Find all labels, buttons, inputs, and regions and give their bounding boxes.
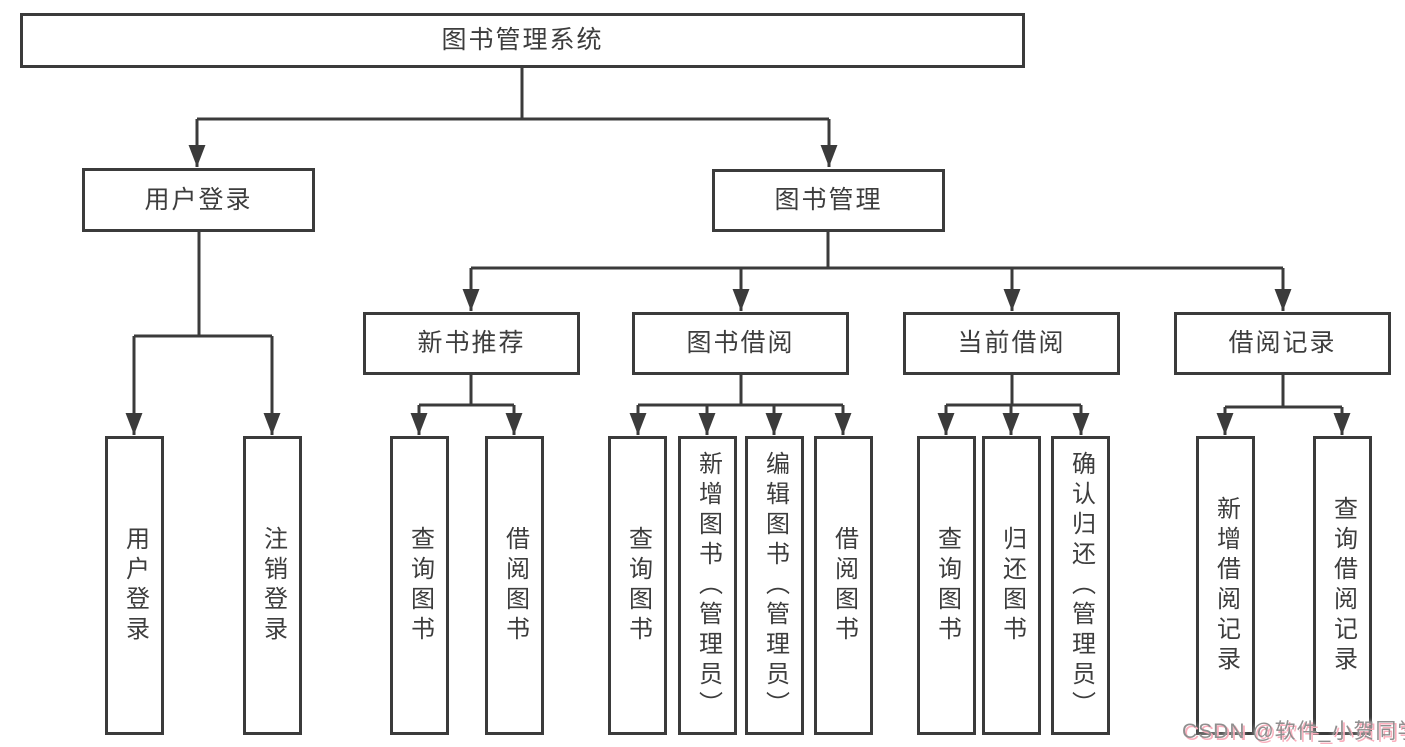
- leaf-borrow-books: 借阅图书: [814, 436, 873, 735]
- node-label: 图书借阅: [686, 329, 795, 357]
- node-book-management: 图书管理: [712, 169, 945, 232]
- leaf-label: 查询借阅记录: [1329, 495, 1357, 676]
- leaf-confirm-return-admin: 确认归还（管理员）: [1051, 436, 1110, 735]
- leaf-user-login: 用户登录: [105, 436, 164, 735]
- leaf-borrow-books-recommend: 借阅图书: [485, 436, 544, 735]
- leaf-query-books-recommend: 查询图书: [390, 436, 449, 735]
- leaf-query-books-current: 查询图书: [917, 436, 976, 735]
- leaf-label: 编辑图书（管理员）: [761, 450, 789, 721]
- leaf-add-borrow-record: 新增借阅记录: [1196, 436, 1255, 735]
- node-label: 新书推荐: [417, 329, 526, 357]
- node-user-login: 用户登录: [82, 168, 315, 232]
- leaf-return-book: 归还图书: [982, 436, 1041, 735]
- node-label: 当前借阅: [957, 329, 1066, 357]
- leaf-label: 查询图书: [406, 525, 434, 646]
- leaf-edit-book-admin: 编辑图书（管理员）: [745, 436, 804, 735]
- node-current-borrowing: 当前借阅: [903, 312, 1120, 375]
- node-label: 借阅记录: [1228, 329, 1337, 357]
- leaf-label: 查询图书: [933, 525, 961, 646]
- leaf-label: 借阅图书: [830, 525, 858, 646]
- leaf-label: 新增借阅记录: [1212, 495, 1240, 676]
- node-label: 用户登录: [144, 185, 253, 214]
- node-borrowing-records: 借阅记录: [1174, 312, 1391, 375]
- node-library-system: 图书管理系统: [20, 13, 1025, 68]
- leaf-label: 注销登录: [259, 525, 287, 646]
- leaf-label: 借阅图书: [501, 525, 529, 646]
- node-book-borrowing: 图书借阅: [632, 312, 849, 375]
- csdn-watermark: CSDN @软件_小贺同学: [1182, 720, 1405, 743]
- leaf-label: 查询图书: [624, 525, 652, 646]
- leaf-add-book-admin: 新增图书（管理员）: [678, 436, 737, 735]
- leaf-query-borrow-record: 查询借阅记录: [1313, 436, 1372, 735]
- leaf-label: 用户登录: [121, 525, 149, 646]
- leaf-label: 确认归还（管理员）: [1067, 450, 1095, 721]
- node-label: 图书管理系统: [441, 26, 604, 54]
- leaf-logout: 注销登录: [243, 436, 302, 735]
- node-new-book-recommend: 新书推荐: [363, 312, 580, 375]
- leaf-label: 归还图书: [998, 525, 1026, 646]
- leaf-label: 新增图书（管理员）: [694, 450, 722, 721]
- node-label: 图书管理: [774, 186, 883, 214]
- leaf-query-books-borrow: 查询图书: [608, 436, 667, 735]
